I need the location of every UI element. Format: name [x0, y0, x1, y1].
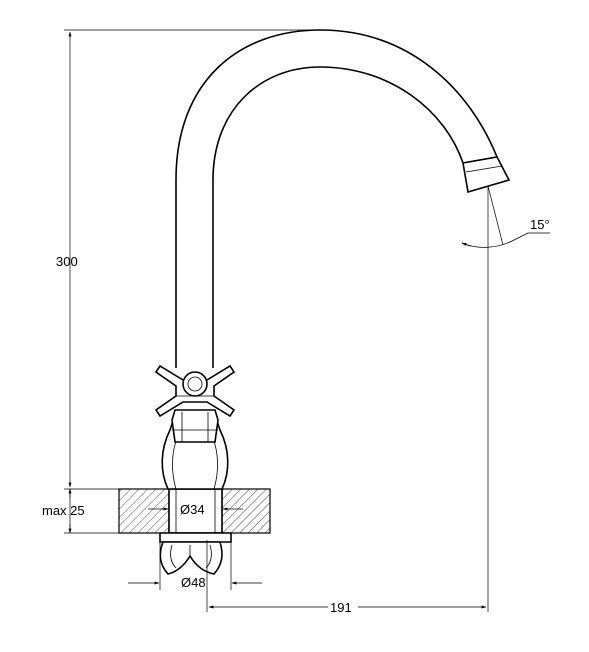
faucet-body: [161, 409, 229, 490]
height-dimension: [64, 29, 320, 490]
reach-dimension: [206, 540, 487, 612]
max-thickness-dimension: [64, 488, 119, 534]
max-thickness-label: max 25: [42, 503, 85, 518]
angle-label: 15°: [530, 217, 550, 232]
cross-handle: [154, 364, 236, 418]
outlet-center-line: [487, 185, 504, 612]
outer-diameter-label: Ø48: [181, 575, 206, 590]
reach-label: 191: [330, 600, 352, 615]
outer-diameter-dimension: [128, 542, 262, 590]
height-label: 300: [56, 254, 78, 269]
angle-dimension: [461, 232, 550, 248]
mounting-shank: [168, 488, 223, 534]
lock-nut: [159, 532, 232, 575]
spout: [175, 29, 511, 368]
inner-diameter-label: Ø34: [180, 502, 205, 517]
